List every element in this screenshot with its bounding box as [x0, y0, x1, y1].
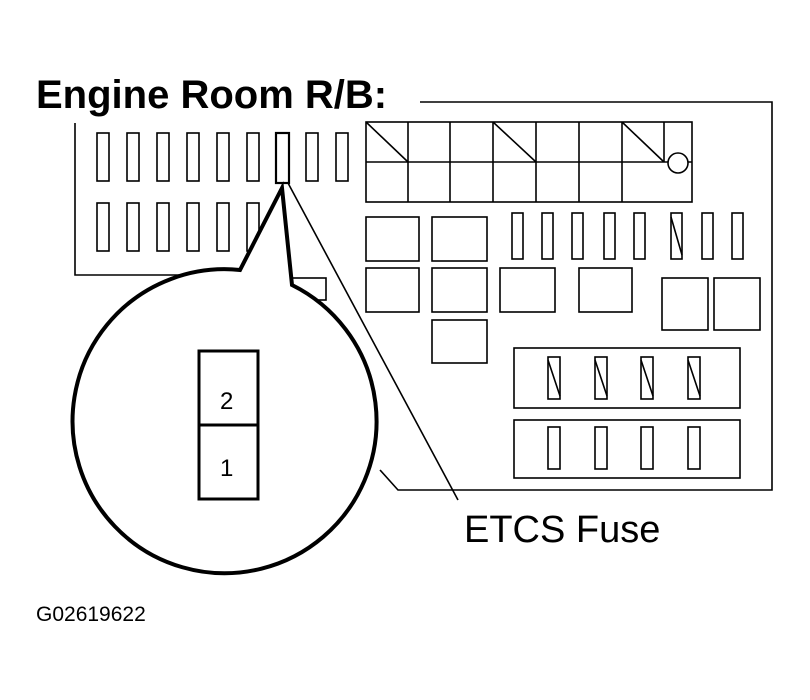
- fuse-holder-lower: [513, 419, 741, 479]
- callout-label: ETCS Fuse: [464, 509, 660, 551]
- pin-label-1: 1: [220, 455, 233, 482]
- fuse-row-top: [96, 132, 349, 182]
- relay-grid: [365, 121, 693, 203]
- fuse-connector-closeup: 2 1: [197, 349, 260, 501]
- fuse-holder-upper: [513, 347, 741, 409]
- figure-code: G02619622: [36, 603, 146, 626]
- relay-block-outline: [379, 101, 773, 491]
- diagram-title: Engine Room R/B:: [36, 73, 387, 117]
- relay-cavities: [287, 216, 761, 364]
- etcs-fuse-slot: [274, 131, 291, 185]
- callout-leader-line: [287, 182, 459, 501]
- fuse-row-right: [511, 212, 744, 260]
- grid-circle-icon: [667, 152, 689, 174]
- fuse-row-bottom: [96, 202, 260, 252]
- pin-label-2: 2: [220, 388, 233, 415]
